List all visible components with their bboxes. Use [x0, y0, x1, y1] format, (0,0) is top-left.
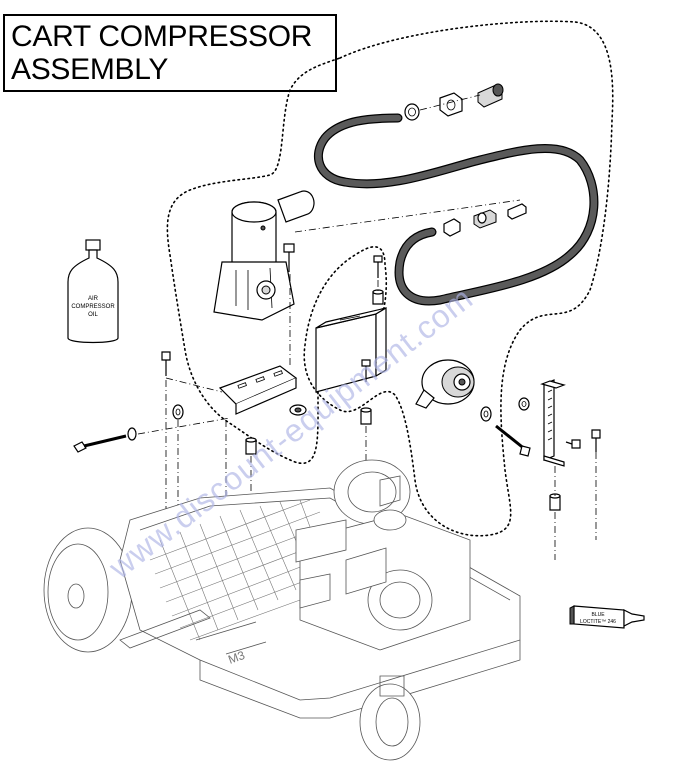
- oil-label-line-3: OIL: [88, 312, 98, 318]
- assembly-boundary: [166, 20, 614, 537]
- deck-perforations: [149, 499, 361, 641]
- centerline-fittings-top: [419, 94, 481, 111]
- spacer-left: [245, 437, 257, 455]
- loctite-label-line-1: BLUE: [591, 612, 605, 618]
- bolt-upper-guard: [373, 255, 383, 278]
- belt-guard-box: [315, 306, 387, 393]
- hose-fittings-top: [404, 83, 504, 121]
- oil-label-line-1: AIR: [88, 296, 99, 302]
- spacer-lower-guard: [360, 407, 372, 425]
- compressor-bolt: [283, 243, 295, 272]
- title-line-2: ASSEMBLY: [11, 53, 169, 86]
- air-hose: [313, 113, 599, 306]
- washer-right: [480, 406, 492, 422]
- washer-left: [172, 404, 184, 420]
- adjustment-bracket: [540, 379, 566, 467]
- bracket-bolt-b: [591, 429, 601, 452]
- oil-bottle: AIR COMPRESSOR OIL: [67, 239, 119, 344]
- centerline-left-bolt: [165, 377, 223, 393]
- centerline-long-bolt: [137, 417, 231, 435]
- bracket-bolt-a: [565, 439, 581, 449]
- washer-small-right: [518, 397, 530, 411]
- cart-frame: M3: [43, 459, 521, 761]
- oil-label-line-2: COMPRESSOR: [71, 304, 115, 310]
- clutch-pulley: [415, 359, 475, 409]
- pulley-bolt: [495, 424, 531, 457]
- air-compressor: [213, 190, 315, 321]
- left-bolt-upper: [161, 351, 171, 376]
- spacer-right: [549, 493, 561, 511]
- title-box: CART COMPRESSOR ASSEMBLY: [3, 14, 337, 92]
- hose-fittings-middle: [443, 203, 527, 237]
- guard-bolt: [361, 359, 371, 382]
- long-bolt-left: [73, 427, 137, 453]
- loctite-tube: BLUE LOCTITE™ 246: [569, 605, 645, 629]
- mounting-bracket-plate: [218, 365, 307, 416]
- spacer-upper-guard: [372, 289, 384, 305]
- loctite-label-line-2: LOCTITE™ 246: [580, 619, 616, 625]
- cart-logo-mark: M3: [226, 648, 247, 667]
- title-line-1: CART COMPRESSOR: [11, 20, 313, 53]
- centerline-fittings-middle: [294, 199, 521, 233]
